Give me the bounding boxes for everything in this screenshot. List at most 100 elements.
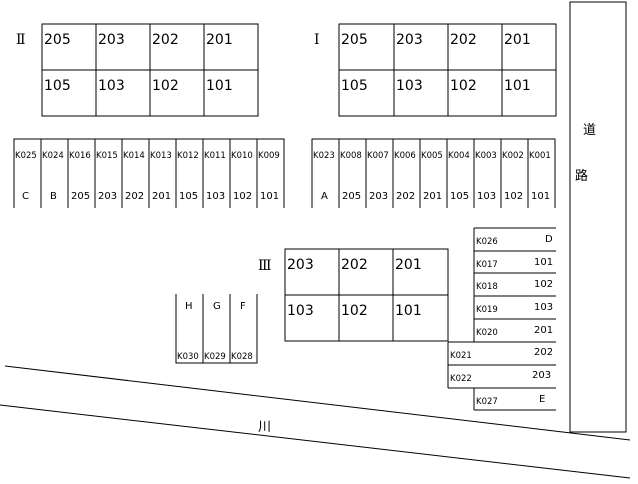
parking-label: 105 [179,191,198,202]
parking-code: K011 [204,151,226,161]
building-1: Ⅰ 205 203 202 201 105 103 102 101 [314,23,557,117]
parking-code: K007 [367,151,389,161]
parking-label: 101 [260,191,279,202]
parking-code: K017 [476,260,498,270]
parking-code: K014 [123,151,145,161]
unit-203: 203 [396,32,423,48]
parking-label: B [50,191,57,202]
parking-code: K008 [340,151,362,161]
parking-label: 102 [504,191,523,202]
unit-201: 201 [504,32,531,48]
river-bank-upper [4,365,631,441]
unit-101: 101 [395,303,422,319]
parking-row-left: K025 K024 K016 K015 K014 K013 K012 K011 … [13,138,285,208]
parking-code: K018 [476,282,498,292]
building-3-name: Ⅲ [258,258,272,274]
unit-203: 203 [287,257,314,273]
unit-202: 202 [152,32,179,48]
parking-row-right: K023 K008 K007 K006 K005 K004 K003 K002 … [311,138,556,208]
parking-label: 101 [534,257,553,268]
parking-code: K024 [42,151,64,161]
parking-code: K013 [150,151,172,161]
parking-label: 103 [534,302,553,313]
parking-label: A [321,191,328,202]
parking-code: K016 [69,151,91,161]
building-1-name: Ⅰ [314,32,320,48]
building-2: Ⅱ 205 203 202 201 105 103 102 101 [16,23,259,117]
parking-label: 202 [125,191,144,202]
parking-code: K009 [258,151,280,161]
parking-label: 101 [531,191,550,202]
parking-code: K026 [476,237,498,247]
parking-code: K022 [450,374,472,384]
parking-code: K019 [476,305,498,315]
unit-203: 203 [98,32,125,48]
parking-code: K010 [231,151,253,161]
unit-101: 101 [206,78,233,94]
parking-code: K015 [96,151,118,161]
unit-102: 102 [341,303,368,319]
road-strip [569,1,627,433]
parking-label: G [213,301,221,312]
parking-small-block: H G F K030 K029 K028 [175,294,258,364]
parking-label: C [22,191,29,202]
river-bank-lower [0,404,631,479]
parking-label: 102 [534,279,553,290]
unit-205: 205 [341,32,368,48]
unit-102: 102 [152,78,179,94]
parking-label: 201 [534,325,553,336]
parking-label: E [539,394,545,405]
parking-label: 202 [396,191,415,202]
unit-101: 101 [504,78,531,94]
parking-code: K004 [448,151,470,161]
parking-label: 205 [342,191,361,202]
parking-label: 203 [369,191,388,202]
unit-201: 201 [206,32,233,48]
parking-label: 103 [477,191,496,202]
river-label: 川 [258,420,271,435]
parking-label: 103 [206,191,225,202]
parking-label: 102 [233,191,252,202]
parking-code: K027 [476,397,498,407]
unit-102: 102 [450,78,477,94]
parking-code: K030 [177,352,199,362]
parking-label: 201 [423,191,442,202]
unit-103: 103 [287,303,314,319]
parking-code: K003 [475,151,497,161]
unit-201: 201 [395,257,422,273]
parking-label: 203 [98,191,117,202]
parking-code: K029 [204,352,226,362]
parking-code: K012 [177,151,199,161]
parking-label: 202 [534,347,553,358]
parking-label: 205 [71,191,90,202]
parking-code: K006 [394,151,416,161]
parking-label: 201 [152,191,171,202]
parking-code: K028 [231,352,253,362]
unit-103: 103 [98,78,125,94]
parking-code: K020 [476,328,498,338]
parking-code: K025 [15,151,37,161]
parking-code: K023 [313,151,335,161]
unit-205: 205 [44,32,71,48]
parking-code: K002 [502,151,524,161]
parking-code: K001 [529,151,551,161]
parking-stack: K026 D K017 101 K018 102 K019 103 K020 2… [447,227,556,411]
parking-code: K005 [421,151,443,161]
unit-105: 105 [44,78,71,94]
parking-label: F [240,301,246,312]
unit-103: 103 [396,78,423,94]
road-label-bottom: 路 [575,168,588,184]
parking-code: K021 [450,351,472,361]
parking-label: D [545,234,553,245]
parking-label: 203 [532,370,551,381]
unit-202: 202 [341,257,368,273]
unit-105: 105 [341,78,368,94]
parking-label: H [185,301,193,312]
building-3: Ⅲ 203 202 201 103 102 101 [258,248,449,342]
parking-label: 105 [450,191,469,202]
unit-202: 202 [450,32,477,48]
road-label-top: 道 [583,123,596,138]
building-2-name: Ⅱ [16,32,26,48]
